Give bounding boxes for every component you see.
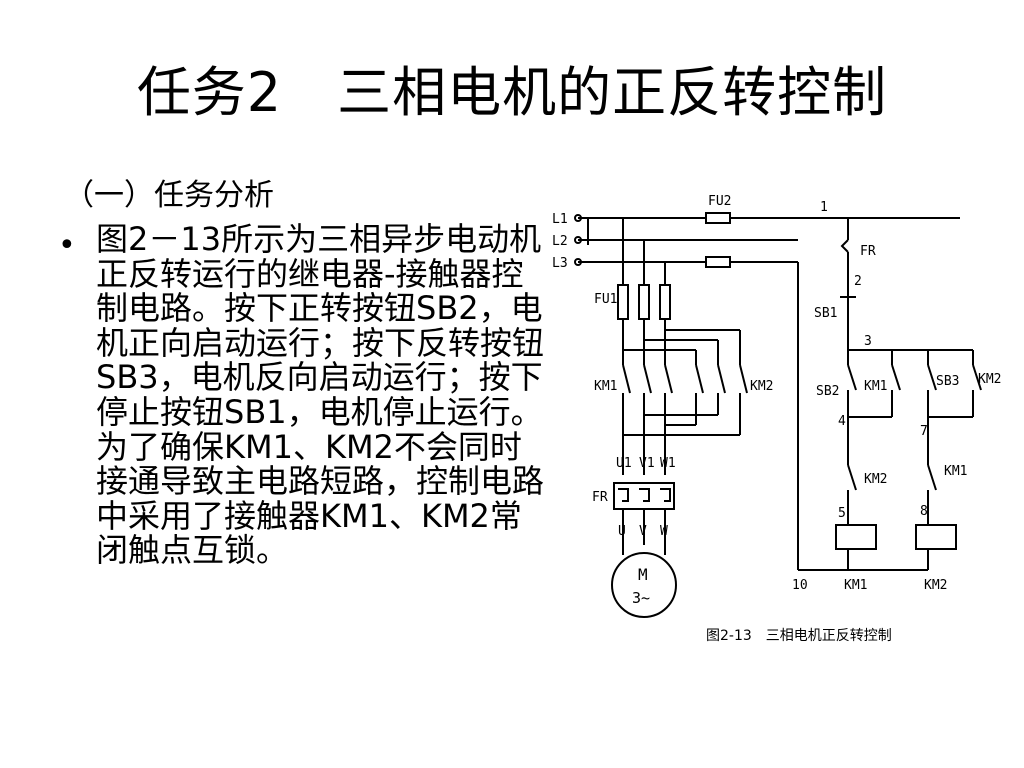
label-sb3: SB3 xyxy=(936,374,959,389)
diagram-labels: L1 L2 L3 FU2 FU1 1 FR 2 SB1 3 KM1 KM2 SB… xyxy=(552,194,1001,644)
section-subtitle: （一）任务分析 xyxy=(64,178,274,213)
label-node-1: 1 xyxy=(820,200,828,215)
label-km2-main: KM2 xyxy=(750,379,773,394)
label-node-8: 8 xyxy=(920,504,928,519)
label-v: V xyxy=(639,524,647,539)
analysis-paragraph: 图2－13所示为三相异步电动机正反转运行的继电器-接触器控制电路。按下正转按钮S… xyxy=(96,220,545,570)
label-motor-m: M xyxy=(638,565,648,584)
label-l3: L3 xyxy=(552,256,568,271)
bullet-marker: • xyxy=(58,228,76,263)
circuit-diagram: L1 L2 L3 FU2 FU1 1 FR 2 SB1 3 KM1 KM2 SB… xyxy=(552,194,1001,644)
label-km2-nc: KM2 xyxy=(864,472,887,487)
label-node-5: 5 xyxy=(838,506,846,521)
label-fu2: FU2 xyxy=(708,194,731,209)
label-coil-km2: KM2 xyxy=(924,578,947,593)
label-km1-nc: KM1 xyxy=(944,464,967,479)
label-l1: L1 xyxy=(552,212,568,227)
label-sb2: SB2 xyxy=(816,384,839,399)
slide-title: 任务2 三相电机的正反转控制 xyxy=(136,61,888,124)
label-u: U xyxy=(618,524,626,539)
label-motor-phase: 3~ xyxy=(632,589,650,607)
label-sb1: SB1 xyxy=(814,306,837,321)
label-v1: V1 xyxy=(639,456,655,471)
label-km1-main: KM1 xyxy=(594,379,617,394)
label-fr-ctrl: FR xyxy=(860,244,876,259)
label-node-4: 4 xyxy=(838,414,846,429)
circuit-wiring xyxy=(574,212,982,618)
label-node-2: 2 xyxy=(854,274,862,289)
label-fu1: FU1 xyxy=(594,292,617,307)
label-km1-hold: KM1 xyxy=(864,379,887,394)
label-l2: L2 xyxy=(552,234,568,249)
label-u1: U1 xyxy=(616,456,632,471)
label-node-7: 7 xyxy=(920,424,928,439)
label-node-10: 10 xyxy=(792,578,808,593)
label-coil-km1: KM1 xyxy=(844,578,867,593)
label-km2-hold: KM2 xyxy=(978,372,1001,387)
label-w: W xyxy=(660,524,668,539)
diagram-caption: 图2-13 三相电机正反转控制 xyxy=(706,628,892,644)
label-w1: W1 xyxy=(660,456,676,471)
label-fr-main: FR xyxy=(592,490,608,505)
label-node-3: 3 xyxy=(864,334,872,349)
